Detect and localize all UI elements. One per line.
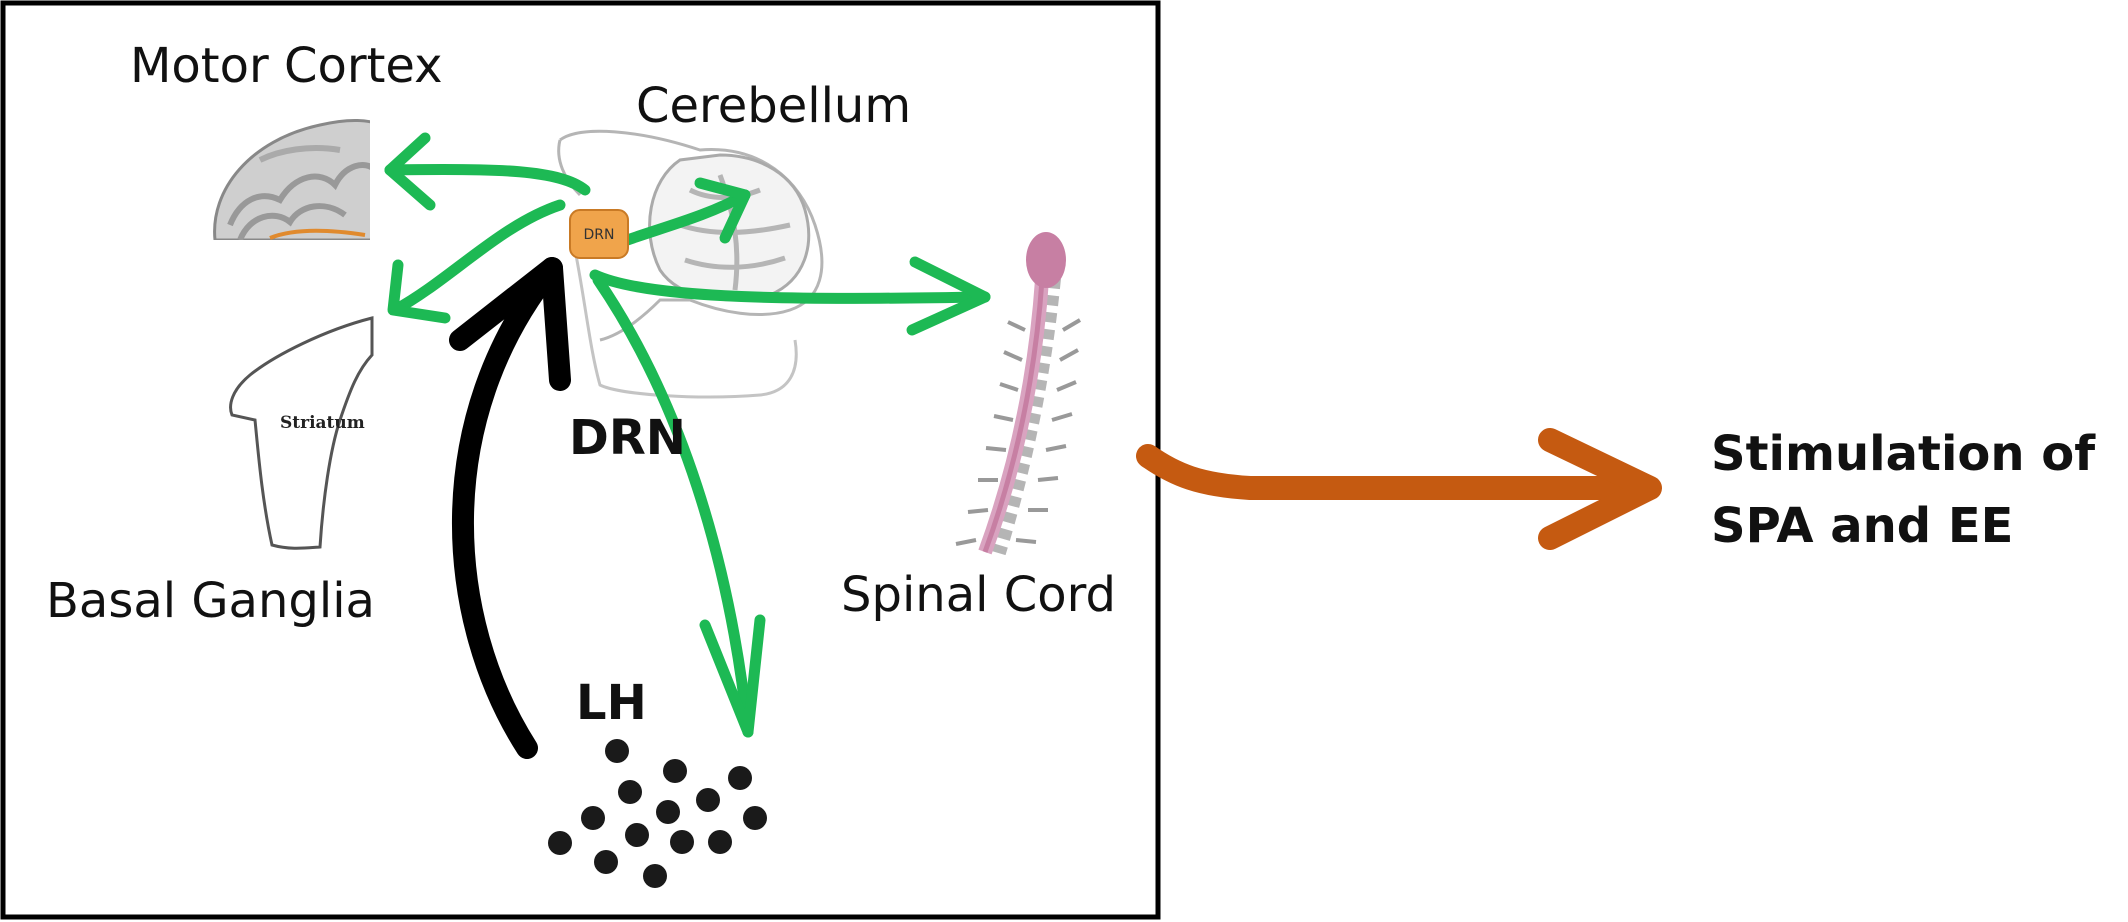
striatum-icon: Striatum xyxy=(229,316,374,550)
motor-cortex-icon xyxy=(213,119,370,240)
arrow-to-spinal-cord xyxy=(589,269,991,304)
output-label-line2: SPA and EE xyxy=(1711,498,2013,554)
cerebellum-icon xyxy=(557,129,824,399)
drn-nucleus: DRN xyxy=(569,209,629,259)
motor-cortex-label: Motor Cortex xyxy=(130,38,443,94)
output-arrow xyxy=(1136,428,1662,550)
drn-nucleus-label: DRN xyxy=(584,227,615,243)
lh-to-drn-arrow xyxy=(449,257,571,759)
lh-label: LH xyxy=(576,675,647,731)
arrow-to-motor-cortex xyxy=(384,163,591,196)
drn-projection-arrows xyxy=(384,132,991,738)
spinal-cord-icon xyxy=(955,232,1082,556)
arrow-to-lh xyxy=(592,274,754,738)
cerebellum-label: Cerebellum xyxy=(636,78,911,134)
arrow-to-basal-ganglia xyxy=(389,199,566,316)
striatum-label: Striatum xyxy=(280,413,365,433)
spinal-cord-label: Spinal Cord xyxy=(841,567,1116,623)
lh-neurons-icon xyxy=(548,739,767,888)
output-label-line1: Stimulation of xyxy=(1711,426,2096,482)
basal-ganglia-label: Basal Ganglia xyxy=(46,573,375,629)
drn-label: DRN xyxy=(569,410,686,466)
